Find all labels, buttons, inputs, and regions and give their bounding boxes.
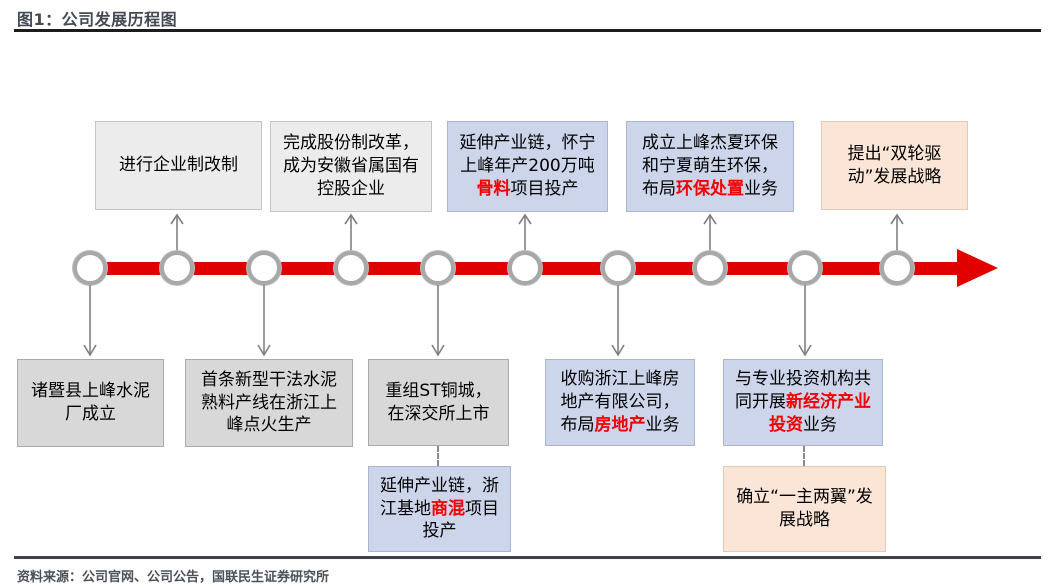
milestone-text: 诸暨县上峰水泥厂成立 [31, 381, 150, 424]
milestone-box-bottom-5: 与专业投资机构共同开展新经济产业投资业务 [723, 359, 883, 446]
milestone-text: 延伸产业链，怀宁上峰年产200万吨 [459, 133, 596, 177]
milestone-box-top-3: 延伸产业链，怀宁上峰年产200万吨骨料项目投产 [447, 121, 608, 212]
down-arrow-icon [257, 285, 271, 357]
timeline-arrowhead-icon [957, 249, 998, 287]
milestone-highlight: 骨料 [476, 178, 511, 199]
milestone-box-top-2: 完成股份制改革，成为安徽省属国有控股企业 [270, 121, 432, 212]
milestone-text: 首条新型干法水泥熟料产线在浙江上峰点火生产 [201, 369, 337, 436]
milestone-box-bottom-1: 诸暨县上峰水泥厂成立 [17, 359, 164, 447]
timeline-node [788, 251, 822, 285]
dashed-connector [437, 446, 439, 466]
milestone-box-bottom-2: 首条新型干法水泥熟料产线在浙江上峰点火生产 [185, 359, 353, 447]
milestone-text: 项目投产 [510, 178, 579, 199]
timeline-node [160, 251, 194, 285]
title-underline [14, 29, 1041, 32]
up-arrow-icon [518, 213, 532, 253]
milestone-text: 与专业投资机构共同开展 [735, 369, 871, 413]
down-arrow-icon [798, 285, 812, 357]
up-arrow-icon [344, 213, 358, 253]
up-arrow-icon [170, 213, 184, 253]
milestone-box-top-4: 成立上峰杰夏环保和宁夏萌生环保，布局环保处置业务 [626, 121, 794, 212]
milestone-text: 项目投产 [422, 498, 500, 542]
milestone-text: 业务 [803, 414, 837, 435]
milestone-box-bottom-4: 收购浙江上峰房地产有限公司，布局房地产业务 [545, 359, 695, 446]
timeline-node [421, 251, 455, 285]
up-arrow-icon [703, 213, 717, 253]
milestone-highlight: 商混 [431, 498, 465, 519]
milestone-text: 重组ST铜城，在深交所上市 [385, 380, 492, 424]
dashed-connector [803, 446, 805, 466]
milestone-text: 成立上峰杰夏环保和宁夏萌生环保，布局 [642, 133, 778, 199]
timeline-node [508, 251, 542, 285]
timeline-node [693, 251, 727, 285]
milestone-text: 完成股份制改革，成为安徽省属国有控股企业 [283, 133, 419, 199]
up-arrow-icon [890, 213, 904, 253]
milestone-highlight: 新经济产业投资 [769, 392, 871, 435]
milestone-box-sub-1: 延伸产业链，浙江基地商混项目投产 [368, 466, 511, 552]
milestone-highlight: 房地产 [594, 414, 646, 435]
milestone-text: 提出“双轮驱动”发展战略 [847, 143, 942, 187]
timeline-node [880, 251, 914, 285]
figure-title: 图1：公司发展历程图 [17, 10, 178, 29]
milestone-text: 进行企业制改制 [119, 155, 238, 176]
down-arrow-icon [611, 285, 625, 357]
milestone-text: 业务 [744, 178, 778, 199]
milestone-text: 收购浙江上峰房地产有限公司，布局 [560, 369, 680, 435]
source-note: 资料来源：公司官网、公司公告，国联民生证券研究所 [17, 570, 330, 585]
timeline-node [247, 251, 281, 285]
down-arrow-icon [83, 285, 97, 357]
milestone-box-bottom-3: 重组ST铜城，在深交所上市 [368, 359, 509, 446]
timeline-node [73, 251, 107, 285]
milestone-text: 延伸产业链，浙江基地 [380, 475, 499, 519]
milestone-box-top-1: 进行企业制改制 [95, 121, 262, 210]
milestone-box-top-5: 提出“双轮驱动”发展战略 [821, 121, 968, 210]
milestone-box-sub-2: 确立“一主两翼”发展战略 [723, 466, 886, 552]
milestone-text: 确立“一主两翼”发展战略 [736, 487, 873, 530]
bottom-rule [14, 556, 1041, 559]
timeline-node [334, 251, 368, 285]
milestone-highlight: 环保处置 [676, 178, 744, 199]
timeline-node [601, 251, 635, 285]
milestone-text: 业务 [645, 414, 680, 435]
down-arrow-icon [431, 285, 445, 357]
